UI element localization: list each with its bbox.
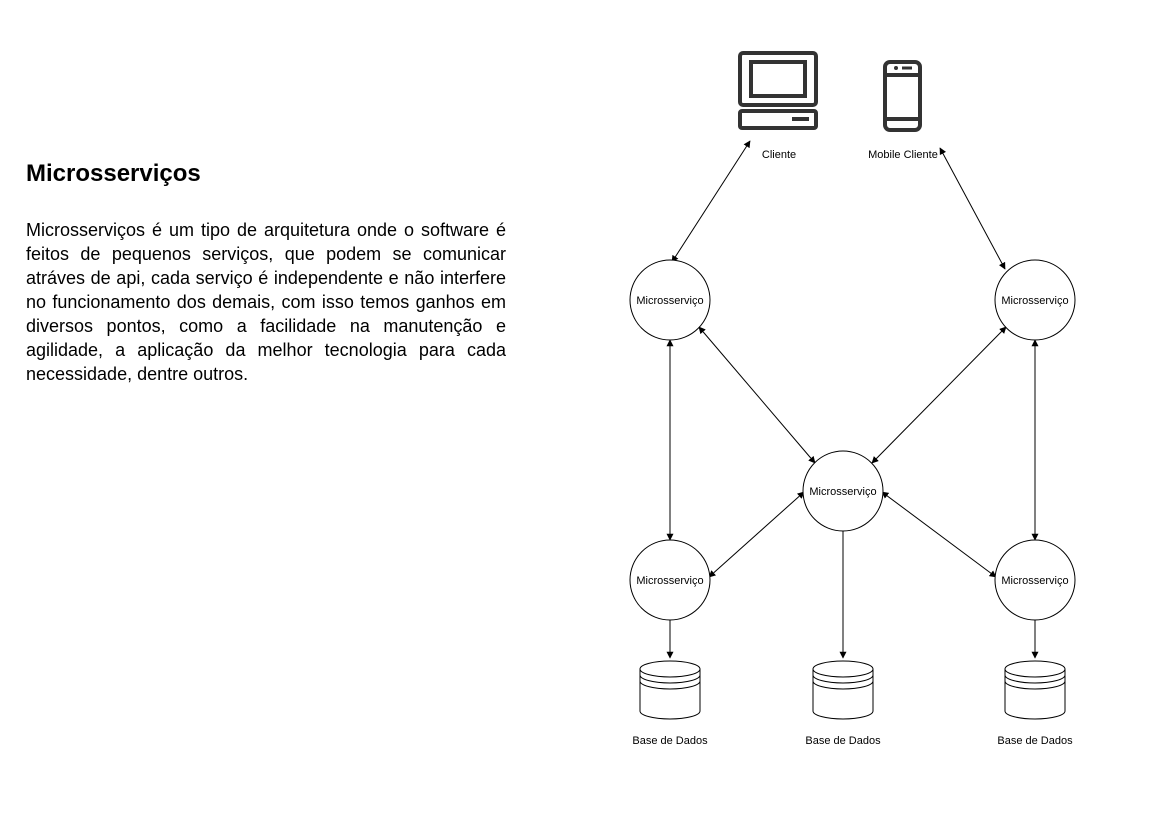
mobile-phone-icon xyxy=(883,60,922,132)
database-label: Base de Dados xyxy=(805,735,881,747)
connector-topleft-center xyxy=(698,326,816,464)
desktop-computer-icon xyxy=(738,51,818,130)
description-paragraph: Microsserviços é um tipo de arquitetura … xyxy=(26,220,506,384)
microservice-label: Microsserviço xyxy=(1001,295,1068,307)
connectors xyxy=(666,140,1039,659)
microservice-label: Microsserviço xyxy=(636,295,703,307)
database-icon xyxy=(639,660,701,720)
microservice-label: Microsserviço xyxy=(809,486,876,498)
database-icon xyxy=(1004,660,1066,720)
page-title: Microsserviços xyxy=(26,160,201,187)
database-label: Base de Dados xyxy=(997,735,1073,747)
microservice-label: Microsserviço xyxy=(1001,575,1068,587)
connector-client-service xyxy=(671,140,751,263)
connector-topright-center xyxy=(871,326,1007,464)
client-label: Cliente xyxy=(762,149,796,161)
database-icon xyxy=(812,660,874,720)
microservice-label: Microsserviço xyxy=(636,575,703,587)
microservice-node: Microsserviço xyxy=(629,259,711,341)
microservice-node: Microsserviço xyxy=(994,259,1076,341)
connector-center-bottomleft xyxy=(708,491,805,578)
connector-mobile-service xyxy=(939,147,1006,270)
microservice-node: Microsserviço xyxy=(802,450,884,532)
microservice-node: Microsserviço xyxy=(629,539,711,621)
connector-center-bottomright xyxy=(881,491,997,578)
mobile-client-label: Mobile Cliente xyxy=(868,149,938,161)
database-label: Base de Dados xyxy=(632,735,708,747)
microservice-node: Microsserviço xyxy=(994,539,1076,621)
